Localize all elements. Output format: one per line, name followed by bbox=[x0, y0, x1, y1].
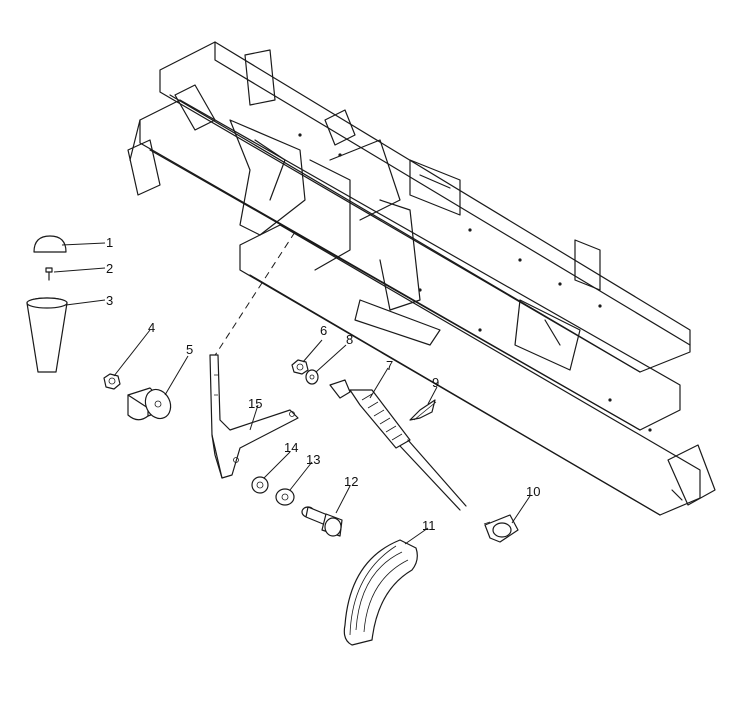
cable-clamp bbox=[483, 514, 519, 543]
shift-boot bbox=[343, 539, 418, 646]
callout-6: 6 bbox=[320, 323, 327, 338]
callout-13: 13 bbox=[306, 452, 320, 467]
callout-7: 7 bbox=[386, 358, 393, 373]
callout-11: 11 bbox=[422, 518, 436, 533]
lever-nut bbox=[291, 359, 309, 375]
callout-15: 15 bbox=[248, 396, 262, 411]
shift-knob bbox=[26, 297, 68, 373]
cable-clip bbox=[409, 399, 437, 421]
callout-14: 14 bbox=[284, 440, 298, 455]
hex-nut bbox=[103, 373, 121, 390]
callout-12: 12 bbox=[344, 474, 358, 489]
leader-lines bbox=[53, 242, 531, 545]
knob-cap bbox=[33, 235, 67, 253]
chassis-frame bbox=[127, 41, 716, 516]
washer-13 bbox=[275, 488, 295, 506]
assembly-centerline bbox=[211, 231, 296, 361]
callout-4: 4 bbox=[148, 320, 155, 335]
knob-screw bbox=[45, 267, 53, 281]
callout-3: 3 bbox=[106, 293, 113, 308]
cylinder-spacer bbox=[127, 387, 172, 421]
callout-1: 1 bbox=[106, 235, 113, 250]
callout-8: 8 bbox=[346, 332, 353, 347]
washer-14 bbox=[251, 476, 269, 494]
pivot-pin bbox=[301, 506, 343, 537]
callout-9: 9 bbox=[432, 375, 439, 390]
callout-10: 10 bbox=[526, 484, 540, 499]
lever-washer bbox=[305, 369, 319, 385]
shift-cable bbox=[329, 379, 467, 511]
callout-labels: 1 2 3 4 5 6 8 7 9 15 14 13 12 10 11 bbox=[106, 235, 540, 533]
shift-lever-bracket bbox=[209, 354, 299, 479]
callout-2: 2 bbox=[106, 261, 113, 276]
callout-5: 5 bbox=[186, 342, 193, 357]
